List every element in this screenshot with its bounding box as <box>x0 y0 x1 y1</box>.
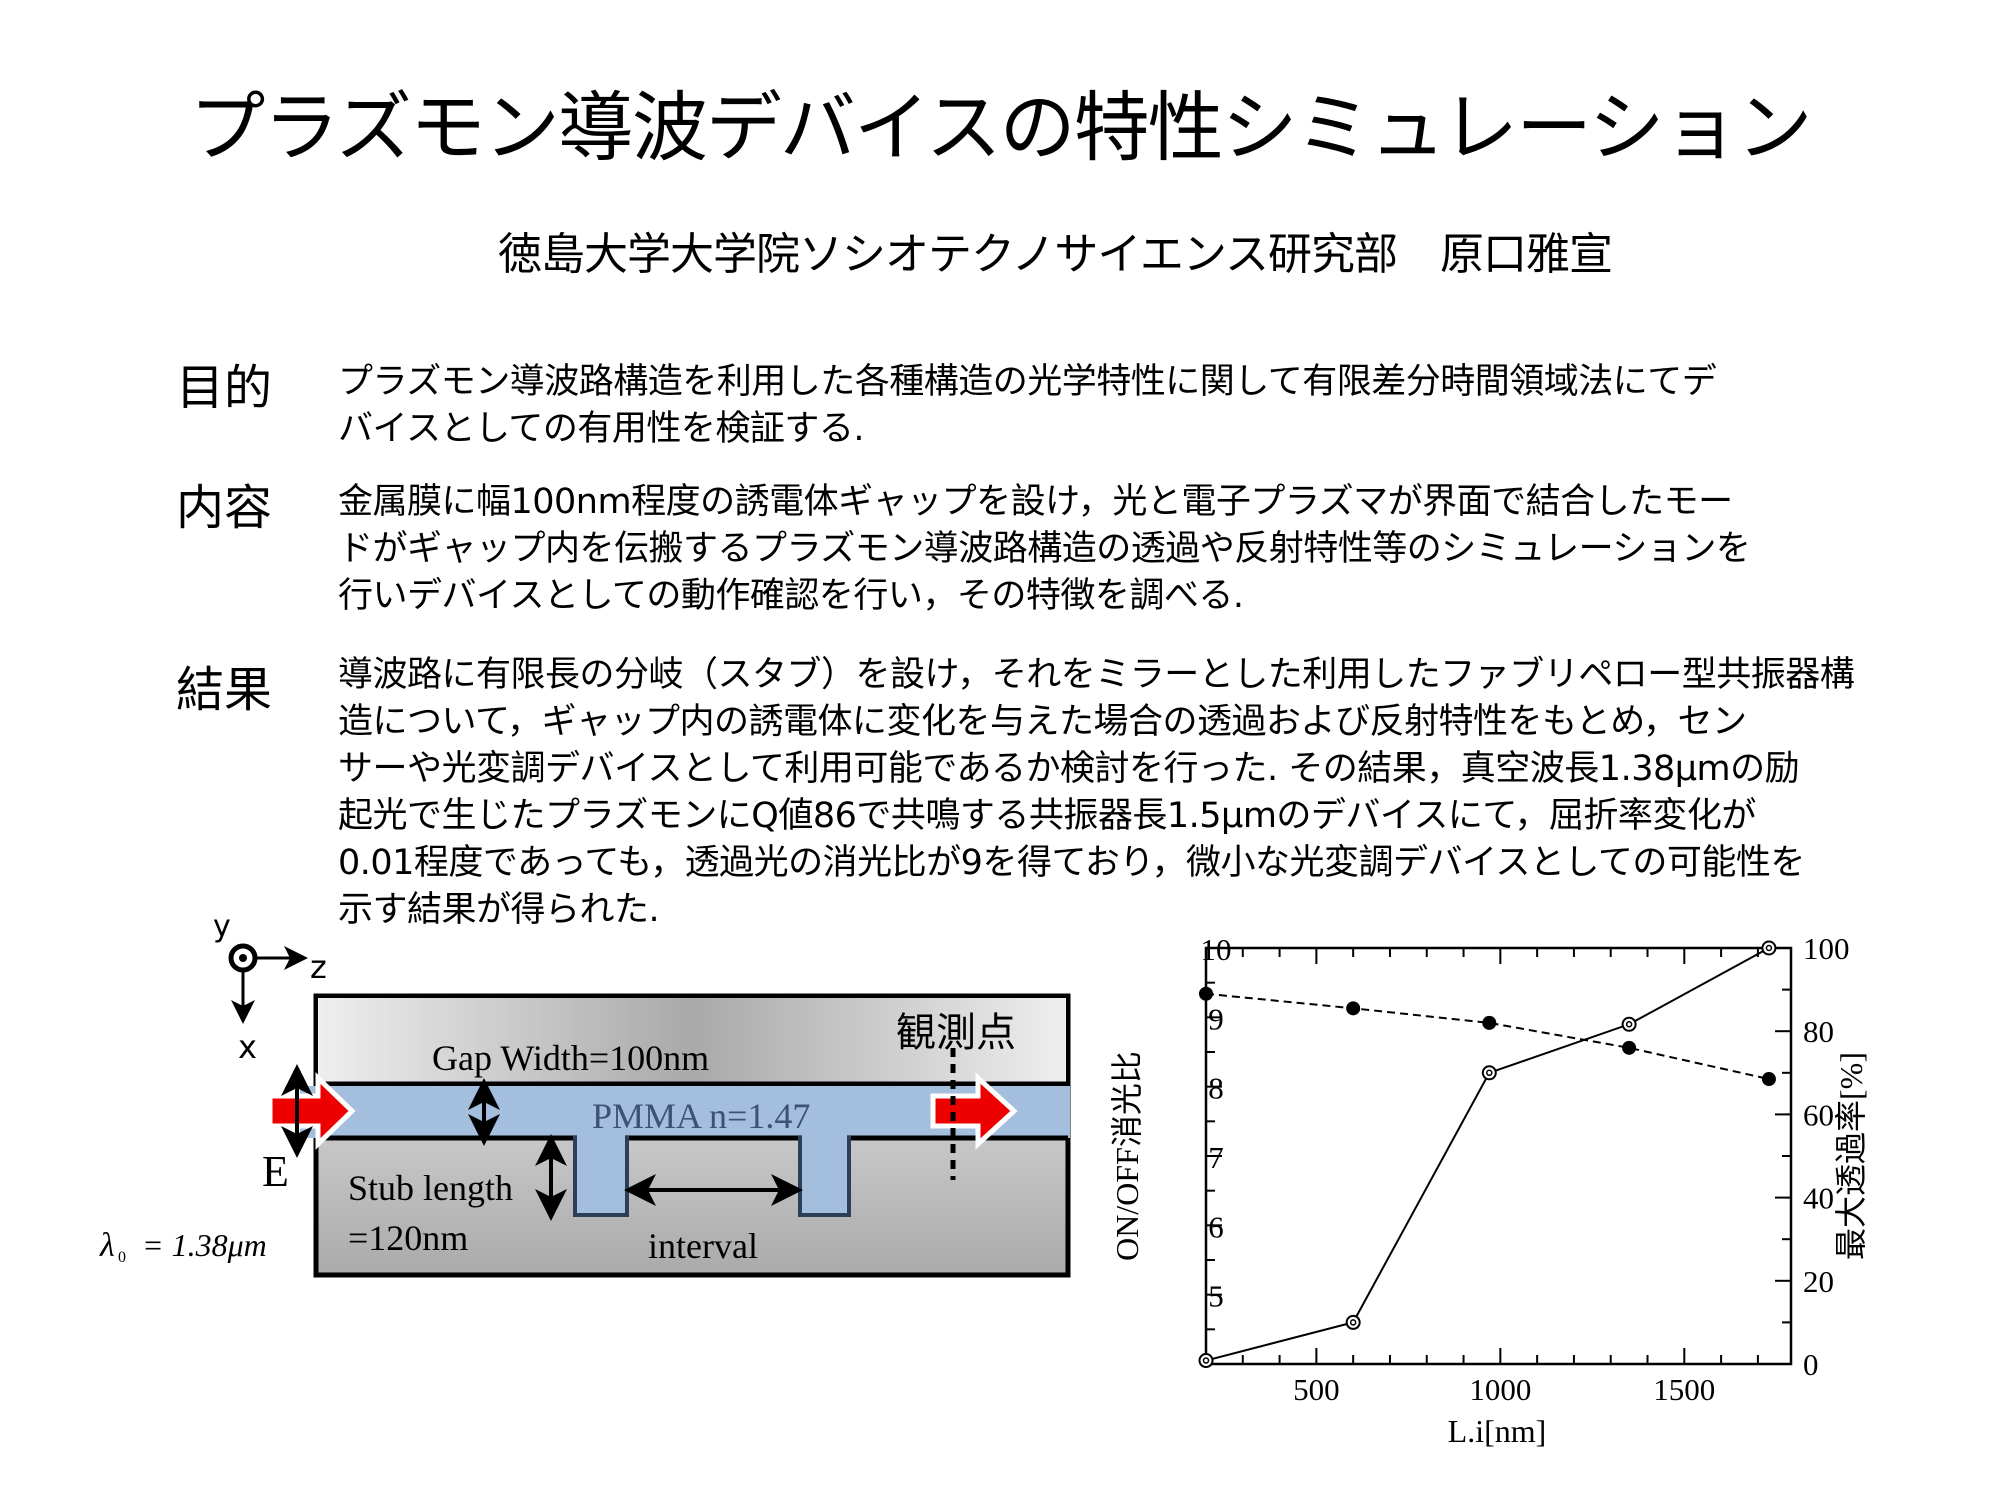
text-line: プラズモン導波路構造を利用した各種構造の光学特性に関して有限差分時間領域法にてデ <box>338 362 1717 402</box>
page-title: プラズモン導波デバイスの特性シミュレーション <box>189 83 1812 172</box>
text-line: 造について，ギャップ内の誘電体に変化を与えた場合の透過および反射特性をもとめ，セ… <box>338 702 1747 742</box>
y-left-tick-label: 5 <box>1208 1279 1224 1314</box>
data-point <box>1621 1016 1637 1032</box>
metal-top <box>318 998 1066 1084</box>
stub-length-label: Stub length <box>348 1168 513 1208</box>
data-point-inner <box>1349 1319 1357 1326</box>
section-body-content: 金属膜に幅100nm程度の誘電体ギャップを設け，光と電子プラズマが界面で結合した… <box>338 479 1938 620</box>
data-point <box>1198 1353 1214 1369</box>
data-point <box>1345 1314 1361 1330</box>
e-field-label: E <box>262 1147 289 1196</box>
gap-width-label: Gap Width=100nm <box>432 1038 709 1078</box>
x-tick-label: 1000 <box>1469 1372 1531 1407</box>
data-point <box>1199 986 1213 1001</box>
data-point <box>1761 1072 1776 1087</box>
stub-length-value: =120nm <box>348 1218 468 1258</box>
y-left-tick-label: 7 <box>1208 1140 1224 1175</box>
data-point <box>1482 1015 1497 1030</box>
text-line: 導波路に有限長の分岐（スタブ）を設け，それをミラーとした利用したファブリペロー型… <box>338 655 1855 695</box>
section-label-content: 内容 <box>176 480 273 536</box>
data-point <box>1481 1065 1497 1081</box>
data-point-inner <box>1202 1357 1210 1364</box>
section-label-results: 結果 <box>176 662 273 718</box>
data-point-inner <box>1765 944 1773 952</box>
data-point <box>1761 940 1777 956</box>
text-line: 金属膜に幅100nm程度の誘電体ギャップを設け，光と電子プラズマが界面で結合した… <box>338 482 1733 522</box>
text-line: ドがギャップ内を伝搬するプラズモン導波路構造の透過や反射特性等のシミュレーション… <box>338 529 1751 569</box>
svg-text:0: 0 <box>118 1249 126 1266</box>
series-line-2 <box>1205 992 1770 1081</box>
section-body-results: 導波路に有限長の分岐（スタブ）を設け，それをミラーとした利用したファブリペロー型… <box>338 652 1938 934</box>
data-point <box>1622 1040 1637 1055</box>
plot-frame <box>1204 946 1793 1366</box>
observation-point-label: 観測点 <box>896 1010 1016 1056</box>
coordinate-axes: y z x <box>213 909 327 1066</box>
section-body-purpose: プラズモン導波路構造を利用した各種構造の光学特性に関して有限差分時間領域法にてデ… <box>338 359 1938 453</box>
x-axis-label: L.i[nm] <box>1448 1413 1547 1449</box>
text-line: 示す結果が得られた. <box>338 890 660 930</box>
y-left-tick-label: 9 <box>1208 1001 1224 1036</box>
text-line: 行いデバイスとしての動作確認を行い，その特徴を調べる. <box>338 576 1244 616</box>
y-left-tick-label: 6 <box>1208 1209 1224 1244</box>
y-axis-right-label: 最大透過率[%] <box>1833 1052 1869 1260</box>
svg-text:= 1.38μm: = 1.38μm <box>142 1227 267 1263</box>
axis-label-x: x <box>238 1028 257 1066</box>
pmma-label: PMMA n=1.47 <box>592 1096 810 1136</box>
x-tick-label: 1500 <box>1653 1372 1715 1407</box>
series-line-1 <box>1205 947 1770 1362</box>
axis-label-z: z <box>310 948 327 986</box>
svg-text:λ: λ <box>99 1227 115 1264</box>
text-line: 0.01程度であっても，透過光の消光比が9を得ており，微小な光変調デバイスとして… <box>338 843 1805 883</box>
y-left-tick-label: 10 <box>1201 932 1232 967</box>
y-right-tick-label: 40 <box>1803 1181 1834 1216</box>
data-point-inner <box>1486 1069 1493 1077</box>
y-axis-left-label: ON/OFF消光比 <box>1109 1051 1145 1261</box>
author-affiliation: 徳島大学大学院ソシオテクノサイエンス研究部 原口雅宣 <box>497 229 1613 280</box>
text-line: 起光で生じたプラズモンにQ値86で共鳴する共振器長1.5μmのデバイスにて，屈折… <box>338 796 1756 836</box>
y-right-tick-label: 0 <box>1803 1347 1819 1382</box>
y-left-tick-label: 8 <box>1208 1071 1224 1106</box>
x-tick-label: 500 <box>1293 1372 1340 1407</box>
axis-label-y: y <box>213 909 231 944</box>
y-right-tick-label: 80 <box>1803 1014 1834 1049</box>
section-label-purpose: 目的 <box>176 360 273 416</box>
interval-label: interval <box>648 1226 758 1266</box>
y-right-tick-label: 100 <box>1803 931 1850 966</box>
text-line: サーや光変調デバイスとして利用可能であるか検討を行った. その結果，真空波長1.… <box>338 749 1800 789</box>
y-right-tick-label: 60 <box>1803 1097 1834 1132</box>
wavelength-label: λ 0 = 1.38μm <box>99 1227 267 1266</box>
y-right-tick-label: 20 <box>1803 1264 1834 1299</box>
data-point <box>1346 1001 1361 1016</box>
output-light-arrow <box>930 1072 1018 1150</box>
data-point-inner <box>1625 1021 1633 1028</box>
text-line: バイスとしての有用性を検証する. <box>338 409 865 449</box>
